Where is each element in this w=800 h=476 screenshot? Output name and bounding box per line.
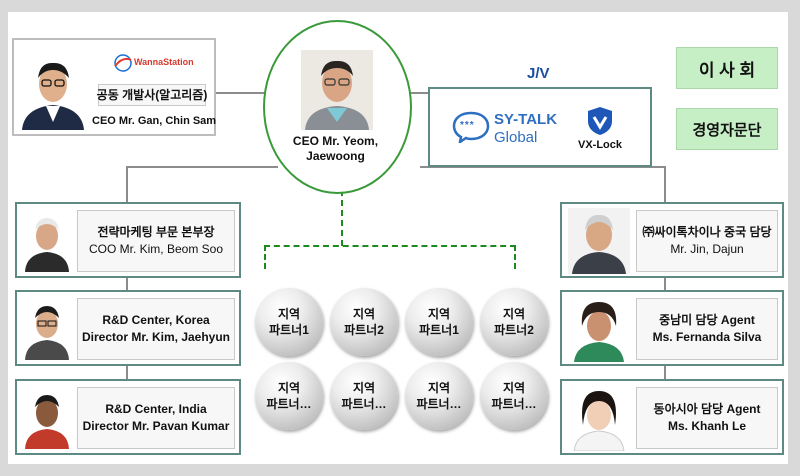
right-staff-card-2-text: 중남미 담당 Agent Ms. Fernanda Silva [636,298,778,360]
rnd-india-photo [23,387,71,449]
sytalk-name-line1: SY-TALK [494,111,558,128]
connector-left-trunk [126,166,128,202]
connector-ceo-dev [216,92,268,94]
dashed-connector-left-drop [264,245,266,269]
connector-left-1-2 [126,277,128,290]
connector-left-2-3 [126,366,128,379]
connector-right-1-2 [664,277,666,290]
vxlock-name: VX-Lock [578,139,623,151]
ceo-photo [301,50,373,130]
connector-right-trunk [664,166,666,202]
ceo-name: CEO Mr. Yeom, Jaewoong [265,134,406,164]
dev-partner-box: WannaStation 공동 개발사(알고리즘) CEO Mr. Gan, C… [12,38,216,136]
china-agent-photo [568,208,630,274]
wannastation-logo-text: WannaStation [134,57,194,67]
dashed-connector-right-drop [514,245,516,269]
connector-right-2-3 [664,366,666,379]
right-staff-card-2: 중남미 담당 Agent Ms. Fernanda Silva [560,290,784,366]
coo-photo [23,210,71,272]
sytalk-badge: *** [460,120,475,131]
ceo-name-line1: CEO Mr. Yeom, [292,134,379,148]
dev-partner-name: CEO Mr. Gan, Chin Sam [92,115,217,127]
east-asia-agent-photo [568,385,630,451]
vxlock-shield-icon [588,107,612,135]
left-staff-card-1: 전략마케팅 부문 본부장 COO Mr. Kim, Beom Soo [15,202,241,278]
connector-left-bar [126,166,278,168]
left-staff-card-2-text: R&D Center, Korea Director Mr. Kim, Jaeh… [77,298,235,360]
dashed-connector-horizontal [264,245,516,247]
dev-partner-photo [20,52,86,130]
sytalk-chat-icon [452,111,490,143]
latam-agent-photo [568,296,630,362]
left-staff-card-3: R&D Center, India Director Mr. Pavan Kum… [15,379,241,455]
right-staff-card-3-text: 동아시아 담당 Agent Ms. Khanh Le [636,387,778,449]
jv-box: *** SY-TALK Global VX-Lock [428,87,652,167]
ceo-node: CEO Mr. Yeom, Jaewoong [263,20,412,194]
left-staff-card-2: R&D Center, Korea Director Mr. Kim, Jaeh… [15,290,241,366]
right-staff-card-3: 동아시아 담당 Agent Ms. Khanh Le [560,379,784,455]
connector-right-bar [420,166,666,168]
right-staff-card-1-text: ㈜싸이톡차이나 중국 담당 Mr. Jin, Dajun [636,210,778,272]
dashed-connector-vertical [341,190,343,246]
jv-label: J/V [527,65,550,82]
ceo-name-line2: Jaewoong [306,149,365,163]
left-staff-card-3-text: R&D Center, India Director Mr. Pavan Kum… [77,387,235,449]
connector-ceo-jv [405,92,430,94]
wannastation-logo-icon [114,54,132,72]
advisory-label: 경영자문단 [676,108,778,150]
board-label: 이 사 회 [676,47,778,89]
dev-partner-role: 공동 개발사(알고리즘) [97,84,207,106]
left-staff-card-1-text: 전략마케팅 부문 본부장 COO Mr. Kim, Beom Soo [77,210,235,272]
rnd-korea-photo [23,298,71,360]
right-staff-card-1: ㈜싸이톡차이나 중국 담당 Mr. Jin, Dajun [560,202,784,278]
sytalk-name-line2: Global [494,129,538,146]
